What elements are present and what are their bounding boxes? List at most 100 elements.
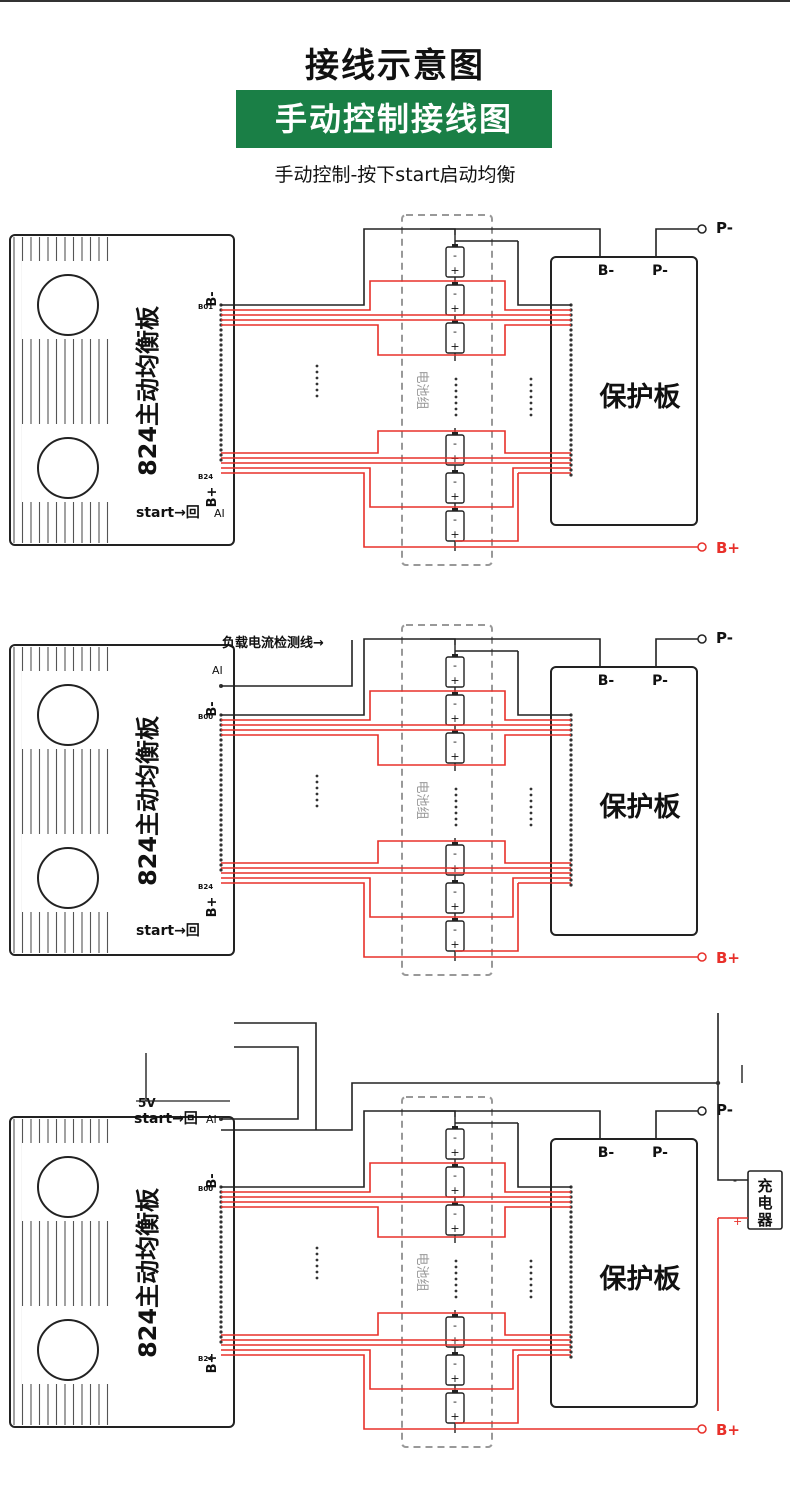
cell-plus: + bbox=[450, 712, 459, 725]
cell-plus: + bbox=[450, 302, 459, 315]
pin-dot bbox=[569, 883, 573, 887]
charger-label: 充 bbox=[757, 1177, 772, 1195]
ellipsis-dot bbox=[315, 1252, 319, 1256]
wire bbox=[221, 228, 456, 306]
protection-board bbox=[550, 1138, 698, 1408]
bminus-pin-label: B- bbox=[205, 1173, 220, 1188]
pin-dot bbox=[219, 338, 223, 342]
pin-dot bbox=[219, 448, 223, 452]
pin-dot bbox=[569, 1240, 573, 1244]
cell-plus: + bbox=[450, 1146, 459, 1159]
pin-label-top: B00 bbox=[198, 1185, 213, 1193]
pin-dot bbox=[219, 413, 223, 417]
pin-dot bbox=[219, 798, 223, 802]
pin-dot bbox=[569, 753, 573, 757]
cell-minus: - bbox=[453, 475, 457, 488]
wire bbox=[234, 1022, 317, 1130]
ellipsis-dot bbox=[529, 823, 533, 827]
pin-dot bbox=[569, 1355, 573, 1359]
pin-dot bbox=[219, 858, 223, 862]
pin-dot bbox=[569, 353, 573, 357]
pin-dot bbox=[219, 328, 223, 332]
pin-dot bbox=[569, 763, 573, 767]
ellipsis-dot bbox=[315, 382, 319, 386]
pin-dot bbox=[219, 778, 223, 782]
cell-cap bbox=[452, 1202, 458, 1205]
charger-box bbox=[747, 1170, 783, 1230]
pin-dot bbox=[569, 443, 573, 447]
wire bbox=[655, 228, 700, 257]
pin-dot bbox=[219, 1305, 223, 1309]
wire bbox=[221, 280, 571, 311]
ellipsis-dot bbox=[529, 401, 533, 405]
pin-dot bbox=[569, 438, 573, 442]
pin-dot bbox=[569, 368, 573, 372]
pin-dot bbox=[569, 1275, 573, 1279]
pin-dot bbox=[569, 378, 573, 382]
pin-dot bbox=[219, 793, 223, 797]
cell-cap bbox=[452, 1352, 458, 1355]
ellipsis-dot bbox=[454, 1295, 458, 1299]
pack-label: 电池组 bbox=[414, 780, 429, 819]
ellipsis-dot bbox=[529, 817, 533, 821]
wire bbox=[455, 1355, 519, 1424]
pin-dot bbox=[569, 808, 573, 812]
pin-dot bbox=[569, 783, 573, 787]
pin-dot bbox=[219, 773, 223, 777]
pminus-terminal-label: P- bbox=[716, 219, 733, 237]
ellipsis-dot bbox=[529, 1277, 533, 1281]
pin-dot bbox=[569, 1220, 573, 1224]
ellipsis-dot bbox=[454, 389, 458, 393]
section-subtitle: 手动控制-按下start启动均衡 bbox=[274, 164, 516, 186]
bplus-terminal bbox=[697, 542, 707, 552]
diagram-s2: 824主动均衡板电池组保护板B-P--+-+-+-+-+-+B-B00B24B+… bbox=[9, 624, 740, 976]
pin-dot bbox=[569, 1280, 573, 1284]
pin-dot bbox=[219, 1335, 223, 1339]
cell-plus: + bbox=[450, 490, 459, 503]
pin-dot bbox=[219, 808, 223, 812]
cell-minus: - bbox=[453, 735, 457, 748]
cell-cap bbox=[452, 730, 458, 733]
bminus-pin-label: B- bbox=[205, 291, 220, 306]
pin-dot bbox=[569, 848, 573, 852]
pminus-terminal bbox=[697, 224, 707, 234]
pin-dot bbox=[569, 853, 573, 857]
pin-dot bbox=[569, 748, 573, 752]
pb-bminus-label: B- bbox=[598, 1145, 615, 1161]
cell-minus: - bbox=[453, 1319, 457, 1332]
ellipsis-dot bbox=[529, 799, 533, 803]
fan-icon bbox=[37, 437, 99, 499]
pin-dot bbox=[219, 1330, 223, 1334]
pminus-terminal-label: P- bbox=[716, 1101, 733, 1119]
ellipsis-dot bbox=[315, 388, 319, 392]
pin-dot bbox=[569, 1290, 573, 1294]
ellipsis-dot bbox=[529, 811, 533, 815]
pin-dot bbox=[569, 338, 573, 342]
ellipsis-dot bbox=[315, 798, 319, 802]
wire bbox=[221, 1110, 456, 1188]
pin-dot bbox=[569, 408, 573, 412]
cell-minus: - bbox=[453, 923, 457, 936]
bminus-pin-label: B- bbox=[205, 701, 220, 716]
bplus-pin-label: B+ bbox=[205, 487, 220, 508]
cell-cap bbox=[452, 918, 458, 921]
pin-dot bbox=[219, 408, 223, 412]
ellipsis-dot bbox=[454, 793, 458, 797]
ellipsis-dot bbox=[315, 786, 319, 790]
section-banner: 手动控制接线图 bbox=[236, 90, 552, 148]
wire bbox=[221, 840, 571, 864]
wire bbox=[717, 1013, 748, 1181]
pin-dot bbox=[569, 328, 573, 332]
pin-dot bbox=[569, 798, 573, 802]
pin-dot bbox=[569, 793, 573, 797]
ellipsis-dot bbox=[529, 413, 533, 417]
pin-dot bbox=[569, 418, 573, 422]
wire bbox=[655, 638, 700, 667]
junction bbox=[715, 1080, 721, 1086]
pin-dot bbox=[219, 1285, 223, 1289]
protection-board bbox=[550, 256, 698, 526]
ellipsis-dot bbox=[454, 413, 458, 417]
pin-dot bbox=[219, 843, 223, 847]
ellipsis-dot bbox=[454, 799, 458, 803]
pin-dot bbox=[219, 1225, 223, 1229]
